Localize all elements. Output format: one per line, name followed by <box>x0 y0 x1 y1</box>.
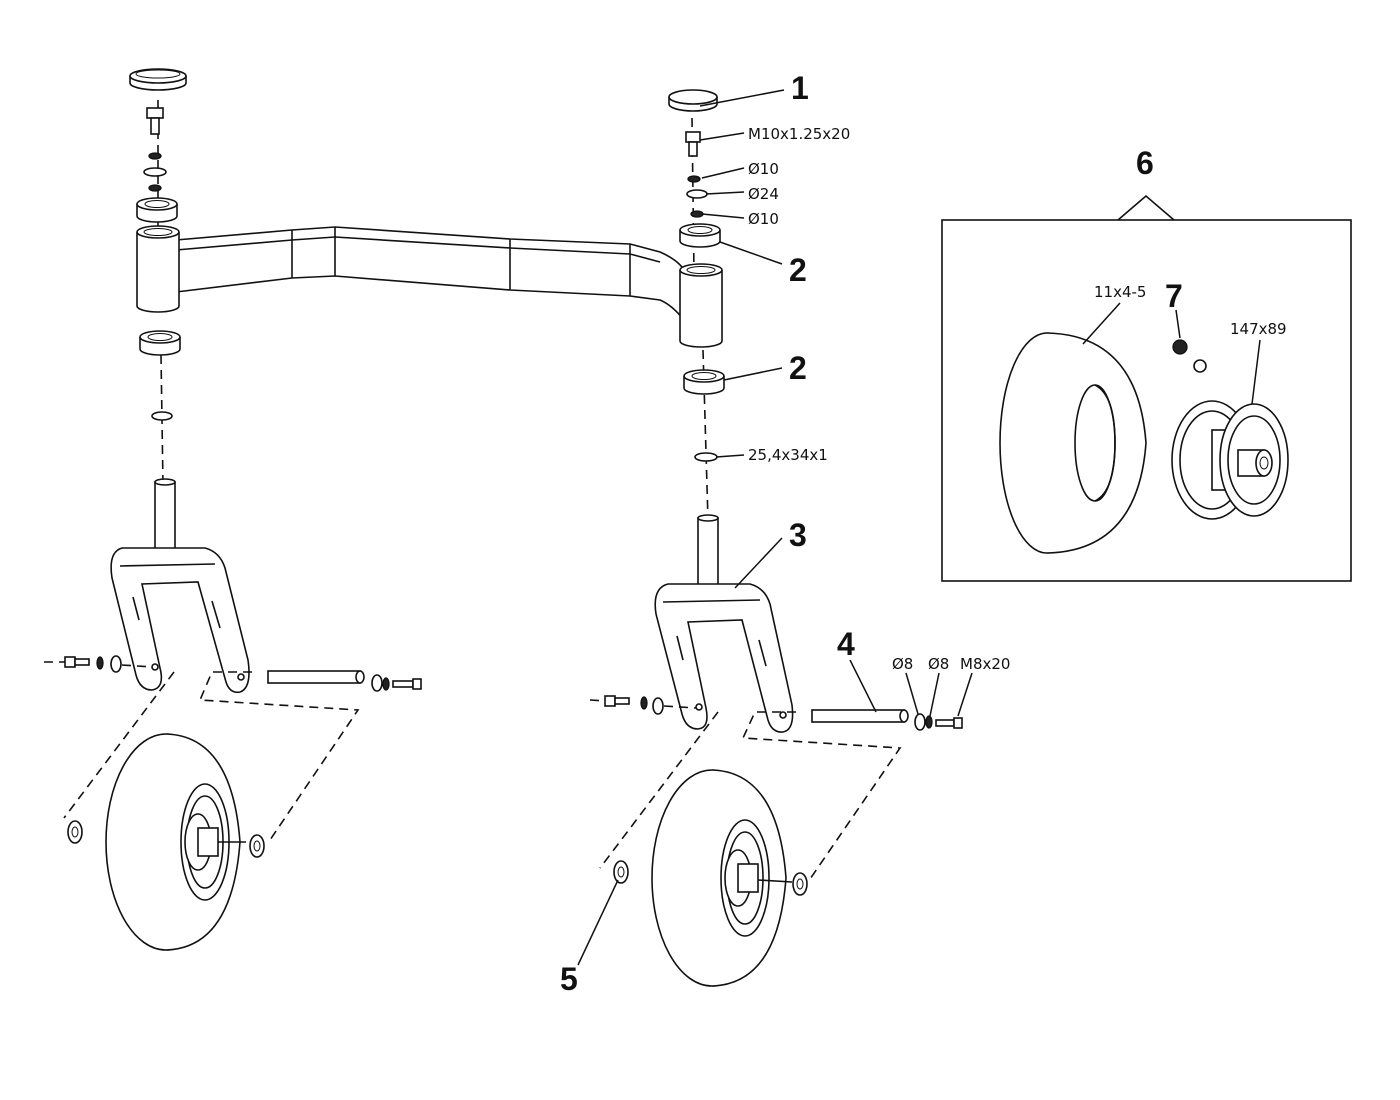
wheel-detail-box <box>941 194 1352 582</box>
spec-washer-small-bottom: Ø10 <box>748 210 779 228</box>
callout-2-lower: 2 <box>789 350 807 386</box>
callout-1: 1 <box>791 70 809 106</box>
left-pivot-tube <box>136 225 180 313</box>
callout-3: 3 <box>789 517 807 553</box>
spec-axle-washer-1: Ø8 <box>892 655 913 673</box>
detail-tire <box>999 332 1147 554</box>
callout-6: 6 <box>1136 145 1154 181</box>
left-washer-large <box>143 167 167 177</box>
right-washer-large <box>686 189 708 199</box>
detail-rim <box>1171 400 1289 520</box>
detail-valve <box>1172 339 1207 373</box>
left-axle-hardware <box>44 655 422 692</box>
spec-bolt: M10x1.25x20 <box>748 125 850 143</box>
right-axle-hardware <box>589 695 963 731</box>
callout-5: 5 <box>560 961 578 997</box>
callout-7: 7 <box>1165 278 1183 314</box>
right-thrust-washer <box>694 452 718 462</box>
callout-numbers: 1 2 2 3 4 5 6 7 <box>560 70 1183 997</box>
spec-washer-large: Ø24 <box>748 185 779 203</box>
left-bearing-top <box>136 197 178 223</box>
spec-labels: M10x1.25x20 Ø10 Ø24 Ø10 25,4x34x1 Ø8 Ø8 … <box>748 125 1287 673</box>
right-bearing-top <box>679 223 721 248</box>
left-bearing-bottom <box>139 330 181 356</box>
left-wheel <box>67 733 265 951</box>
right-wheel <box>613 769 808 987</box>
left-cap <box>129 68 187 91</box>
left-washer-small-2 <box>148 184 162 192</box>
left-bolt <box>146 107 164 135</box>
spec-axle-bolt: M8x20 <box>960 655 1010 673</box>
callout-2-upper: 2 <box>789 252 807 288</box>
right-cap <box>668 89 718 112</box>
spec-tire: 11x4-5 <box>1094 283 1146 301</box>
spec-rim: 147x89 <box>1230 320 1287 338</box>
right-washer-small-2 <box>690 210 704 218</box>
spec-thrust-washer: 25,4x34x1 <box>748 446 828 464</box>
left-washer-small <box>148 152 162 160</box>
left-fork <box>110 478 250 694</box>
spec-washer-small-top: Ø10 <box>748 160 779 178</box>
left-thrust-washer <box>151 411 173 421</box>
left-caster-assembly <box>44 68 685 951</box>
callout-4: 4 <box>837 626 855 662</box>
right-fork <box>654 514 794 733</box>
crossbar-arm <box>175 226 685 323</box>
leader-lines <box>577 89 1261 966</box>
right-caster-assembly <box>589 89 963 987</box>
right-bearing-bottom <box>683 369 725 395</box>
right-bolt <box>685 131 701 157</box>
spec-axle-washer-2: Ø8 <box>928 655 949 673</box>
right-washer-small <box>687 175 701 183</box>
right-pivot-tube <box>679 263 723 348</box>
